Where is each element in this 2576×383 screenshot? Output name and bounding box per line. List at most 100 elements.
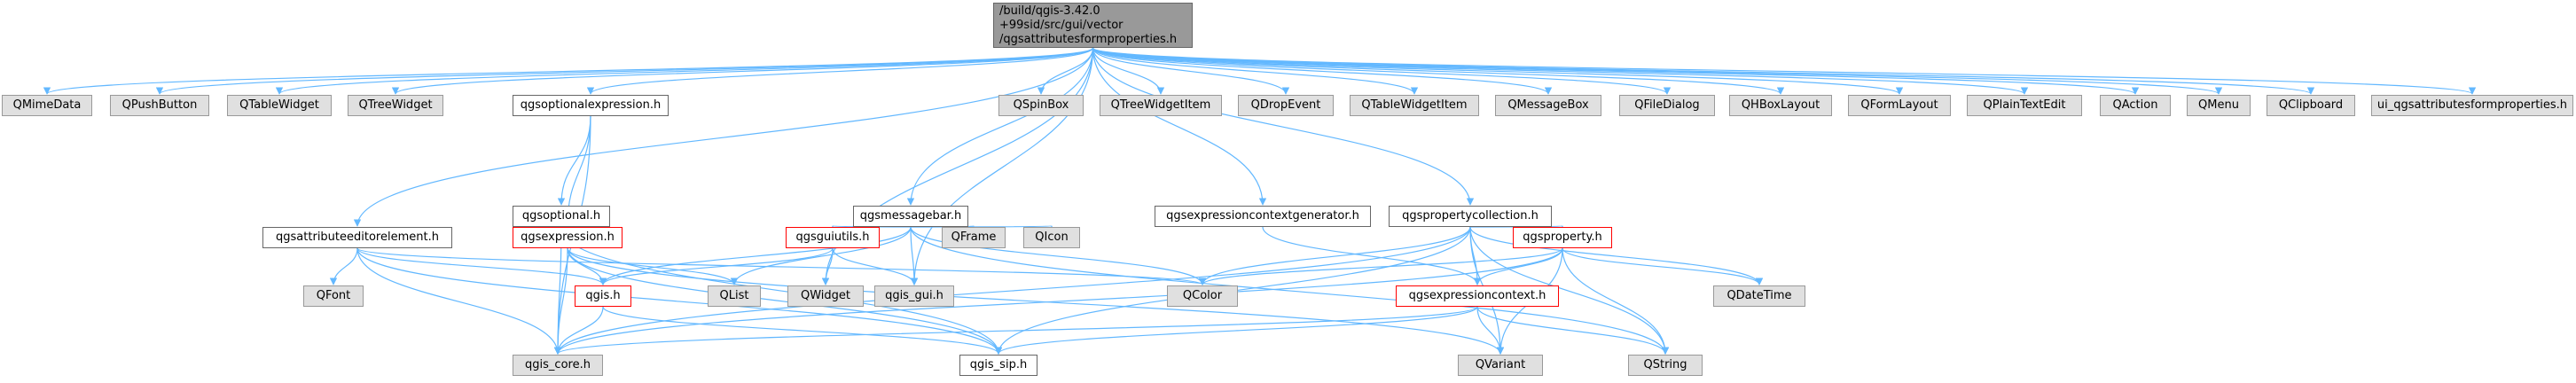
node-qmimedata[interactable]: QMimeData: [2, 95, 92, 116]
node-qclipboard[interactable]: QClipboard: [2267, 95, 2355, 116]
root-dependency-edge: [156, 47, 1094, 95]
include-edge: [329, 247, 358, 285]
include-edge: [567, 247, 1003, 355]
include-edge: [910, 226, 919, 285]
include-edge: [730, 226, 912, 285]
node-qhboxlayout[interactable]: QHBoxLayout: [1729, 95, 1832, 116]
node-qgis-sip[interactable]: qgis_sip.h: [959, 355, 1037, 376]
root-dependency-edge: [1092, 47, 1290, 95]
include-edge: [554, 306, 1478, 355]
node-qgis-core[interactable]: qgis_core.h: [513, 355, 603, 376]
node-qtreewidgetitem[interactable]: QTreeWidgetItem: [1100, 95, 1222, 116]
node-qwidget[interactable]: QWidget: [787, 285, 864, 307]
include-edge: [356, 247, 1003, 355]
root-dependency-edge: [821, 47, 1094, 285]
include-edge: [1198, 226, 1471, 285]
node-qlist[interactable]: QList: [708, 285, 761, 307]
node-qtablewidget[interactable]: QTableWidget: [227, 95, 332, 116]
node-qgsproperty[interactable]: qgsproperty.h: [1513, 227, 1612, 248]
include-edge: [1198, 247, 1563, 285]
include-edge: [1469, 226, 1764, 285]
root-line: +99sid/src/gui/vector: [999, 18, 1124, 32]
root-dependency-edge: [586, 47, 1094, 95]
node-qstring[interactable]: QString: [1628, 355, 1703, 376]
node-qgsoptionalexpression[interactable]: qgsoptionalexpression.h: [513, 95, 669, 116]
root-dependency-edge: [1092, 47, 2314, 95]
node-qaction[interactable]: QAction: [2100, 95, 2171, 116]
include-edge: [560, 226, 1003, 355]
include-edge: [557, 115, 591, 206]
include-edge: [553, 226, 1471, 355]
root-dependency-edge: [1092, 47, 1553, 95]
root-node[interactable]: /build/qgis-3.42.0 +99sid/src/gui/vector…: [993, 3, 1193, 48]
root-dependency-edge: [906, 47, 1094, 206]
node-qgsexpressioncontextgenerator[interactable]: qgsexpressioncontextgenerator.h: [1155, 206, 1371, 227]
root-dependency-edge: [1092, 47, 1784, 95]
node-ui-qgsattributesformproperties[interactable]: ui_qgsattributesformproperties.h: [2371, 95, 2573, 116]
node-qgsexpression[interactable]: qgsexpression.h: [513, 227, 622, 248]
node-qformlayout[interactable]: QFormLayout: [1848, 95, 1951, 116]
include-edge: [567, 247, 739, 285]
node-qmessagebox[interactable]: QMessageBox: [1495, 95, 1601, 116]
node-qdropevent[interactable]: QDropEvent: [1238, 95, 1334, 116]
node-qcolor[interactable]: QColor: [1167, 285, 1238, 307]
node-qvariant[interactable]: QVariant: [1458, 355, 1543, 376]
root-dependency-edge: [910, 47, 1094, 285]
node-qgsattributeeditorelement[interactable]: qgsattributeeditorelement.h: [262, 227, 452, 248]
include-edge: [599, 247, 834, 285]
root-dependency-edge: [1092, 47, 1475, 206]
root-dependency-edge: [1092, 47, 2476, 95]
include-edge: [1262, 226, 1482, 285]
node-qgis[interactable]: qgis.h: [575, 285, 631, 307]
root-line: /build/qgis-3.42.0: [999, 4, 1100, 18]
node-qplaintextedit[interactable]: QPlainTextEdit: [1967, 95, 2082, 116]
node-qframe[interactable]: QFrame: [942, 227, 1006, 248]
node-qmenu[interactable]: QMenu: [2187, 95, 2251, 116]
node-qgsoptional[interactable]: qgsoptional.h: [513, 206, 610, 227]
node-qgis-gui[interactable]: qgis_gui.h: [874, 285, 954, 307]
include-edge: [567, 247, 1505, 355]
node-qicon[interactable]: QIcon: [1023, 227, 1080, 248]
root-dependency-edge: [1092, 47, 2028, 95]
node-qgsmessagebar[interactable]: qgsmessagebar.h: [853, 206, 968, 227]
include-edge: [553, 247, 568, 355]
node-qdatetime[interactable]: QDateTime: [1713, 285, 1805, 307]
include-edge: [1469, 226, 1670, 355]
root-dependency-edge: [1092, 47, 1672, 95]
include-edge: [599, 226, 912, 285]
node-qgsguiutils[interactable]: qgsguiutils.h: [786, 227, 880, 248]
include-edge: [1562, 247, 1764, 285]
node-qpushbutton[interactable]: QPushButton: [110, 95, 209, 116]
include-edge: [994, 306, 1478, 355]
root-dependency-edge: [392, 47, 1094, 95]
include-edge: [356, 247, 607, 285]
node-qgspropertycollection[interactable]: qgspropertycollection.h: [1389, 206, 1552, 227]
root-dependency-edge: [1092, 47, 2222, 95]
root-dependency-edge: [1092, 47, 1903, 95]
root-dependency-edge: [43, 47, 1094, 95]
include-edge: [1476, 306, 1505, 355]
node-qfiledialog[interactable]: QFileDialog: [1619, 95, 1715, 116]
include-edge: [553, 247, 1563, 355]
node-qtablewidgetitem[interactable]: QTableWidgetItem: [1350, 95, 1479, 116]
root-line: /qgsattributesformproperties.h: [999, 32, 1178, 46]
root-dependency-edge: [1092, 47, 1267, 206]
include-edge: [910, 226, 1207, 285]
include-edge: [832, 247, 919, 285]
root-dependency-edge: [1092, 47, 1419, 95]
include-edge: [1562, 247, 1670, 355]
root-dependency-edge: [276, 47, 1094, 95]
include-edge: [356, 247, 562, 355]
include-edge: [821, 247, 834, 285]
node-qtreewidget[interactable]: QTreeWidget: [348, 95, 443, 116]
node-qspinbox[interactable]: QSpinBox: [998, 95, 1084, 116]
include-edge: [356, 247, 1206, 285]
node-qfont[interactable]: QFont: [303, 285, 364, 307]
include-edge: [910, 226, 1670, 355]
root-dependency-edge: [353, 47, 1094, 227]
include-edge: [602, 306, 1003, 355]
node-qgsexpressioncontext[interactable]: qgsexpressioncontext.h: [1396, 285, 1559, 307]
root-dependency-edge: [1092, 47, 1165, 95]
include-edge: [1476, 306, 1670, 355]
